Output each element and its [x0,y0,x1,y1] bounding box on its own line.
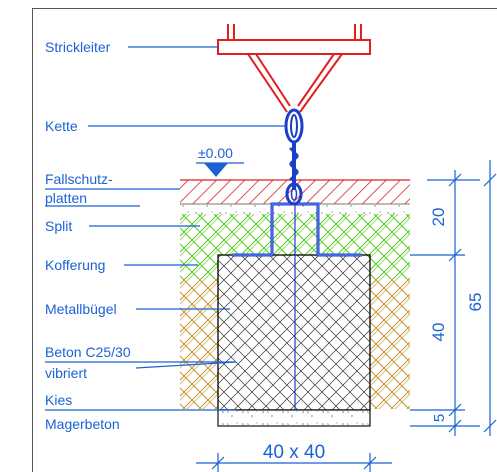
dimension-40: 40 [429,323,448,342]
chain [284,108,304,206]
label-strickleiter: Strickleiter [45,39,111,55]
label-kies: Kies [45,392,72,408]
level-mark-label: ±0.00 [198,145,233,161]
level-triangle-icon [204,163,228,177]
drawing-frame [32,8,497,472]
label-metallbuegel: Metallbügel [45,301,117,317]
concrete-footing [217,254,371,411]
label-kofferung: Kofferung [45,257,105,273]
label-beton-line2: vibriert [45,365,87,381]
label-fallschutz-line2: platten [45,190,87,206]
dimension-20: 20 [429,208,448,227]
label-kette: Kette [45,118,78,134]
label-magerbeton: Magerbeton [45,416,120,432]
dimension-65: 65 [466,293,485,312]
label-split: Split [45,218,72,234]
rope-ladder [217,24,371,113]
horizontal-dimension [196,453,392,472]
dimension-footing: 40 x 40 [263,442,325,463]
level-mark: ±0.00 [196,145,244,177]
label-fallschutz-line1: Fallschutz- [45,171,113,187]
leader-lines [45,46,286,411]
vertical-dimensions [410,160,497,436]
dimension-5: 5 [431,414,448,422]
label-beton-line1: Beton C25/30 [45,344,131,360]
